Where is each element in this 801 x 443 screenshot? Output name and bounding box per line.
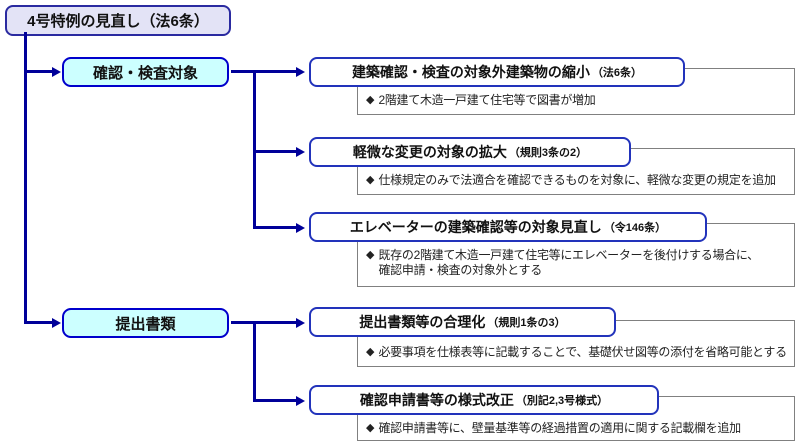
connector-line bbox=[253, 399, 296, 402]
item-title-box: 確認申請書等の様式改正 （別記2,3号様式） bbox=[309, 385, 659, 415]
category-box-kakunin-kensa: 確認・検査対象 bbox=[62, 57, 229, 87]
item-ref-text: （令146条） bbox=[603, 222, 667, 234]
connector-line bbox=[24, 70, 52, 73]
connector-line bbox=[253, 150, 296, 153]
item-ref-text: （法6条） bbox=[591, 67, 643, 79]
root-title-box: 4号特例の見直し（法6条） bbox=[5, 5, 231, 36]
arrow-icon bbox=[52, 67, 61, 77]
diamond-bullet-icon: ◆ bbox=[366, 422, 375, 434]
item-desc-text: 既存の2階建て木造一戸建て住宅等にエレベーターを後付けする場合に、 確認申請・検… bbox=[378, 248, 759, 277]
item-ref-text: （別記2,3号様式） bbox=[515, 395, 609, 407]
arrow-icon bbox=[296, 223, 305, 233]
arrow-icon bbox=[296, 396, 305, 406]
arrow-icon bbox=[52, 318, 61, 328]
item-title-box: 提出書類等の合理化 （規則1条の3） bbox=[309, 307, 616, 337]
item-title-text: 建築確認・検査の対象外建築物の縮小 bbox=[351, 64, 590, 80]
item-title-box: 建築確認・検査の対象外建築物の縮小 （法6条） bbox=[309, 57, 685, 87]
connector-line bbox=[253, 70, 256, 229]
connector-line bbox=[253, 226, 296, 229]
arrow-icon bbox=[296, 147, 305, 157]
diamond-bullet-icon: ◆ bbox=[366, 249, 375, 261]
connector-line bbox=[24, 321, 52, 324]
item-title-text: 提出書類等の合理化 bbox=[359, 314, 486, 330]
category-box-teishutsu-shorui: 提出書類 bbox=[62, 308, 229, 338]
item-title-text: エレベーターの建築確認等の対象見直し bbox=[349, 219, 602, 235]
diamond-bullet-icon: ◆ bbox=[366, 174, 375, 186]
arrow-icon bbox=[296, 67, 305, 77]
item-desc-text: 確認申請書等に、壁量基準等の経過措置の適用に関する記載欄を追加 bbox=[378, 421, 741, 435]
connector-line bbox=[253, 321, 256, 402]
item-title-text: 軽微な変更の対象の拡大 bbox=[352, 144, 507, 160]
connector-line bbox=[231, 70, 296, 73]
diamond-bullet-icon: ◆ bbox=[366, 94, 375, 106]
item-desc-text: 仕様規定のみで法適合を確認できるものを対象に、軽微な変更の規定を追加 bbox=[378, 173, 776, 187]
item-title-text: 確認申請書等の様式改正 bbox=[359, 392, 514, 408]
item-ref-text: （規則3条の2） bbox=[508, 147, 588, 159]
item-desc-text: 2階建て木造一戸建て住宅等で図書が増加 bbox=[378, 93, 596, 107]
diamond-bullet-icon: ◆ bbox=[366, 346, 375, 358]
item-desc-text: 必要事項を仕様表等に記載することで、基礎伏せ図等の添付を省略可能とする bbox=[378, 345, 787, 359]
connector-line bbox=[24, 32, 27, 324]
item-ref-text: （規則1条の3） bbox=[487, 317, 566, 329]
item-title-box: 軽微な変更の対象の拡大 （規則3条の2） bbox=[309, 137, 631, 167]
item-title-box: エレベーターの建築確認等の対象見直し （令146条） bbox=[309, 212, 707, 242]
connector-line bbox=[231, 321, 296, 324]
arrow-icon bbox=[296, 318, 305, 328]
